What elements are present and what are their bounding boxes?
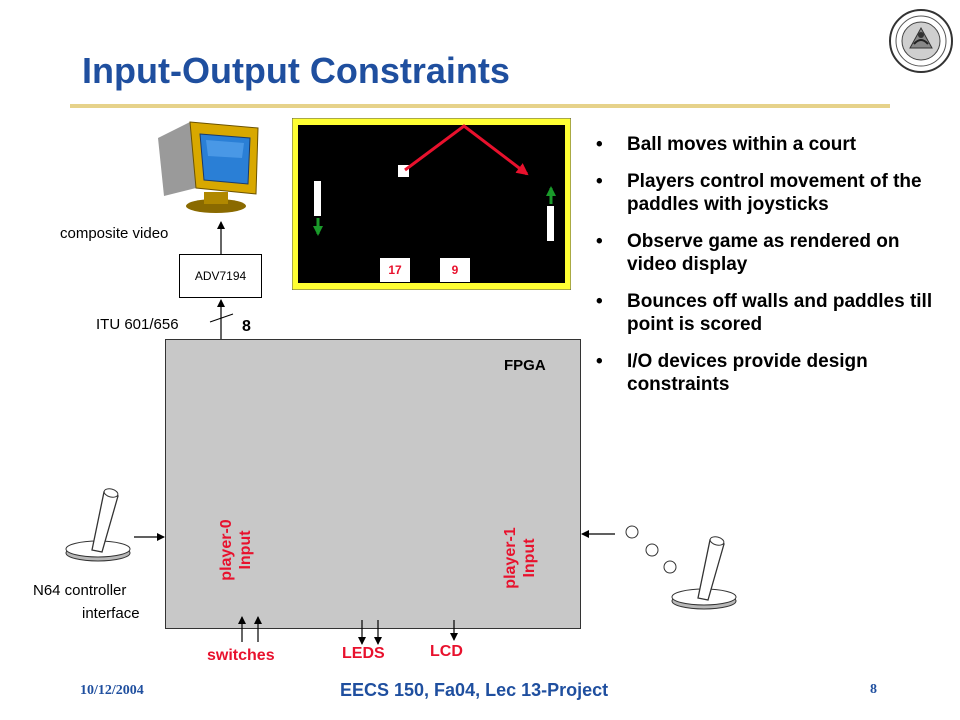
fpga-label: FPGA (504, 357, 546, 374)
composite-video-label: composite video (60, 225, 169, 242)
game-screen-illustration: 17 9 (292, 118, 571, 290)
footer-course: EECS 150, Fa04, Lec 13-Project (340, 680, 609, 700)
bullet-item: •I/O devices provide design constraints (596, 351, 868, 395)
title-divider (70, 104, 890, 108)
footer-date: 10/12/2004 (80, 683, 144, 698)
left-joystick-icon (65, 488, 131, 562)
bullet-item: •Players control movement of the paddles… (596, 171, 922, 215)
controller-interface-label: interface (82, 605, 140, 622)
bullet-item: •Bounces off walls and paddles till poin… (596, 291, 933, 335)
bullet-list: •Ball moves within a court •Players cont… (596, 133, 946, 410)
switches-label: switches (207, 647, 275, 664)
right-joystick-icon (625, 525, 737, 610)
bullet-item: •Observe game as rendered on video displ… (596, 231, 900, 275)
bus-width-label: 8 (242, 318, 251, 335)
adv7194-chip-box: ADV7194 (179, 254, 262, 298)
university-seal-icon (889, 9, 953, 73)
lcd-label: LCD (430, 643, 463, 660)
fpga-block (165, 339, 581, 629)
itu-bus-label: ITU 601/656 (96, 316, 179, 333)
bullet-item: •Ball moves within a court (596, 134, 857, 155)
footer-page-number: 8 (870, 682, 877, 697)
score-right: 9 (452, 263, 459, 277)
leds-label: LEDS (342, 645, 385, 662)
slide-title: Input-Output Constraints (82, 50, 510, 91)
score-left: 17 (388, 263, 402, 277)
n64-controller-label: N64 controller (33, 582, 127, 599)
monitor-icon (158, 121, 259, 213)
